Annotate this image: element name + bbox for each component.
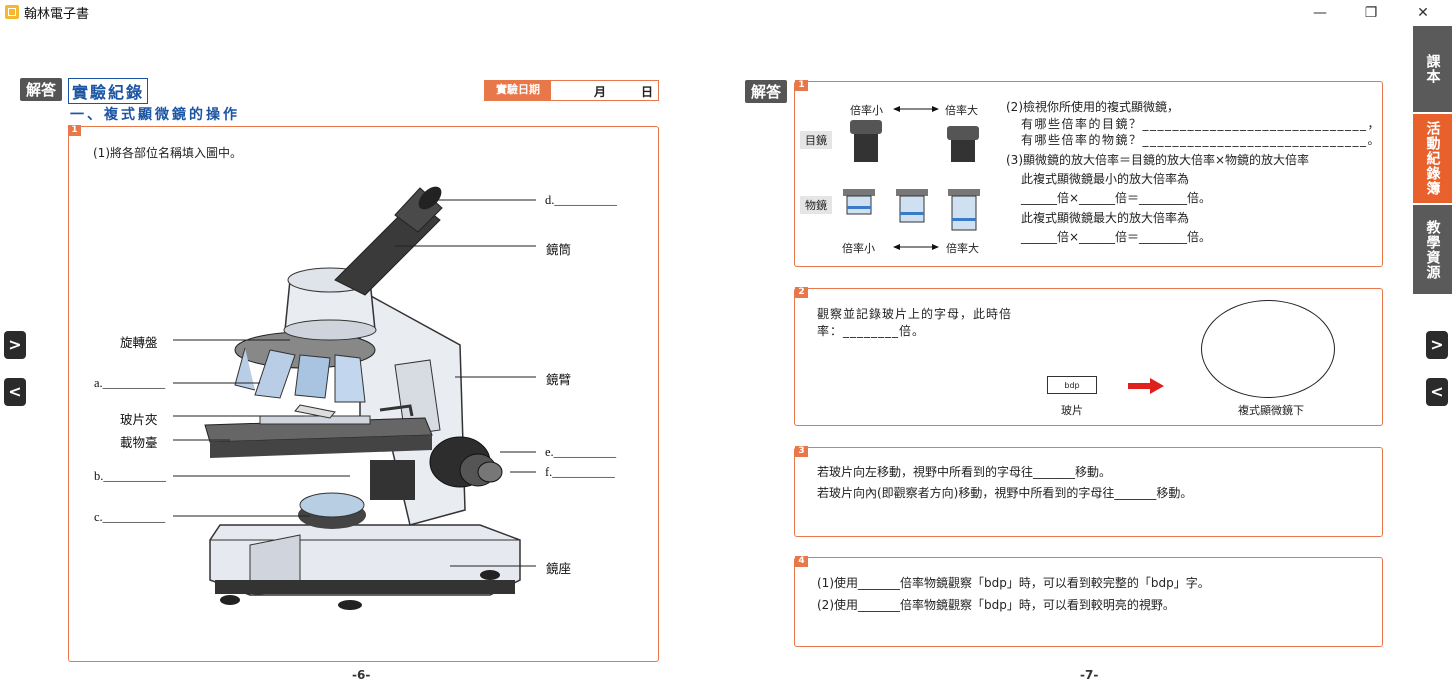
view-label: 複式顯微鏡下	[1238, 404, 1304, 417]
box-3-line2: 若玻片向內(即觀察者方向)移動，視野中所看到的字母往_______移動。	[817, 486, 1193, 500]
slide-label: 玻片	[1061, 404, 1083, 417]
low-mag-label-top: 倍率小	[850, 104, 883, 117]
label-c: c.__________	[94, 510, 166, 524]
q2-text: (2)檢視你所使用的複式顯微鏡，	[1006, 100, 1179, 114]
box-2-line1: 觀察並記錄玻片上的字母，此時倍	[817, 307, 1013, 321]
box-4-number: 4	[795, 556, 808, 567]
label-e: e.__________	[545, 445, 617, 459]
microscope-illustration	[204, 186, 521, 610]
experiment-date-field[interactable]: 實驗日期 月 日	[484, 80, 659, 101]
box-2	[794, 288, 1383, 426]
app-icon	[5, 5, 19, 19]
slide-box: bdp	[1047, 376, 1097, 394]
label-d: d.__________	[545, 193, 617, 207]
box-4-line1: (1)使用_______倍率物鏡觀察「bdp」時，可以看到較完整的「bdp」字。	[817, 576, 1210, 590]
microscope-view-circle	[1201, 300, 1335, 398]
tab-textbook[interactable]: 課本	[1413, 26, 1452, 112]
restore-button[interactable]: ❐	[1364, 5, 1378, 21]
microscope-box	[68, 126, 659, 662]
q3-max-blanks: ______倍×______倍＝________倍。	[1021, 230, 1212, 244]
box-4	[794, 557, 1383, 647]
prev-page-button-right[interactable]: <	[1426, 378, 1448, 406]
low-mag-label-bottom: 倍率小	[842, 242, 875, 255]
label-base: 鏡座	[546, 561, 572, 576]
q2-objective-blank: 有哪些倍率的物鏡？______________________________。	[1021, 133, 1382, 147]
box-number: 1	[68, 125, 81, 136]
objective-mid-icon	[896, 189, 928, 223]
label-b: b.__________	[94, 469, 166, 483]
day-label: 日	[641, 85, 654, 99]
subtitle: 一、複式顯微鏡的操作	[70, 107, 240, 123]
objective-label: 物鏡	[800, 196, 832, 214]
high-mag-label-top: 倍率大	[945, 104, 978, 117]
double-arrow-icon	[893, 106, 939, 112]
double-arrow-icon-bottom	[893, 244, 939, 250]
label-f: f.__________	[545, 465, 615, 479]
prev-page-button[interactable]: <	[4, 378, 26, 406]
eyepiece-low-icon	[850, 120, 882, 162]
label-a: a.__________	[94, 376, 166, 390]
section-title: 實驗紀錄	[68, 78, 149, 104]
label-turret: 旋轉盤	[120, 335, 158, 350]
close-button[interactable]: ✕	[1417, 5, 1429, 21]
arrow-right-icon	[1128, 378, 1164, 394]
box-3	[794, 447, 1383, 537]
label-clip: 玻片夾	[120, 412, 158, 427]
page-number-right: -7-	[1080, 668, 1099, 682]
tab-teaching-resources[interactable]: 教學資源	[1413, 205, 1452, 294]
box-1	[794, 81, 1383, 267]
title-bar: 翰林電子書 — ❐ ✕	[0, 0, 1452, 26]
window-title: 翰林電子書	[24, 7, 90, 22]
eyepiece-high-icon	[947, 126, 979, 162]
answer-tag-right: 解答	[745, 80, 788, 103]
objective-low-icon	[843, 189, 875, 215]
objective-high-icon	[948, 189, 980, 231]
next-page-button[interactable]: >	[4, 331, 26, 359]
label-stage: 載物臺	[120, 435, 158, 450]
q3-min-blanks: ______倍×______倍＝________倍。	[1021, 191, 1212, 205]
box-2-line2: 率：________倍。	[817, 324, 926, 338]
eyepiece-label: 目鏡	[800, 131, 832, 149]
page-number-left: -6-	[352, 668, 371, 682]
next-page-button-right[interactable]: >	[1426, 331, 1448, 359]
box-1-number: 1	[795, 80, 808, 91]
month-label: 月	[594, 85, 607, 99]
box-4-line2: (2)使用_______倍率物鏡觀察「bdp」時，可以看到較明亮的視野。	[817, 598, 1175, 612]
callout-lines	[173, 199, 536, 567]
answer-tag: 解答	[20, 78, 63, 101]
high-mag-label-bottom: 倍率大	[946, 242, 979, 255]
label-tube: 鏡筒	[546, 242, 572, 257]
instruction-text: (1)將各部位名稱填入圖中。	[93, 146, 242, 160]
q2-eyepiece-blank: 有哪些倍率的目鏡？______________________________，	[1021, 117, 1382, 131]
box-3-line1: 若玻片向左移動，視野中所看到的字母往_______移動。	[817, 465, 1112, 479]
q3-min-text: 此複式顯微鏡最小的放大倍率為	[1021, 172, 1190, 186]
minimize-button[interactable]: —	[1313, 5, 1327, 21]
date-label: 實驗日期	[485, 81, 551, 100]
label-arm: 鏡臂	[546, 372, 572, 387]
q3-max-text: 此複式顯微鏡最大的放大倍率為	[1021, 211, 1190, 225]
box-2-number: 2	[795, 287, 808, 298]
tab-activity-record[interactable]: 活動紀錄簿	[1413, 114, 1452, 203]
box-3-number: 3	[795, 446, 808, 457]
q3-text: (3)顯微鏡的放大倍率＝目鏡的放大倍率×物鏡的放大倍率	[1006, 153, 1310, 167]
